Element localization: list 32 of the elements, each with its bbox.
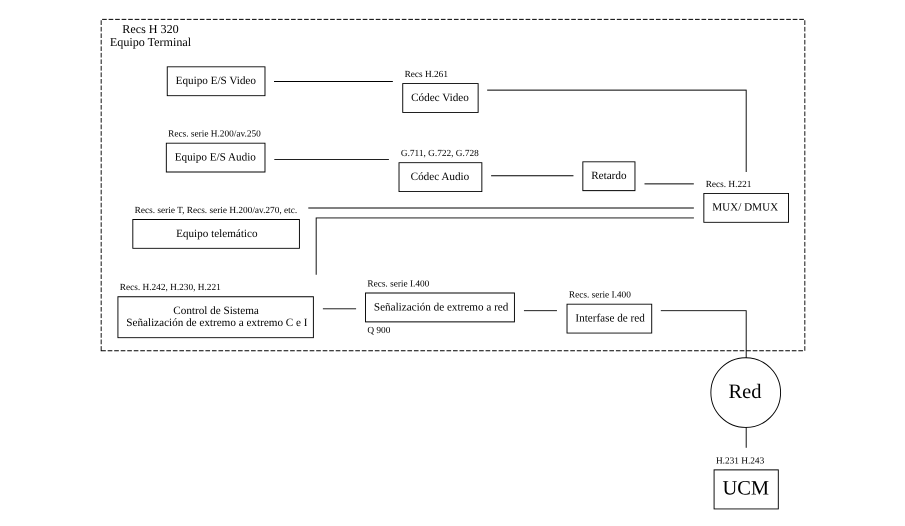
node-box: UCM	[713, 469, 778, 510]
node-label: H.231 H.243	[715, 456, 764, 466]
connector	[644, 183, 694, 184]
connector	[322, 308, 356, 310]
node-label: Recs. serie I.400	[568, 290, 630, 301]
node-box: Señalización de extremo a red	[364, 292, 514, 322]
node-box: Equipo E/S Audio	[165, 142, 265, 172]
node-label: Recs. serie T, Recs. serie H.200/av.270, etc.	[134, 206, 297, 216]
connector	[315, 217, 694, 276]
connector	[273, 158, 389, 160]
node-box: Equipo E/S Video	[166, 66, 265, 96]
connector	[522, 310, 557, 312]
node-label: G.711, G.722, G.728	[400, 149, 478, 160]
node-label: Q 900	[366, 326, 390, 336]
connector	[490, 175, 574, 176]
connector	[660, 310, 746, 358]
node-box: Códec Video	[402, 83, 478, 113]
node-label: Recs. H.242, H.230, H.221	[119, 283, 220, 294]
node-label: Recs. serie H.200/av.250	[168, 130, 260, 140]
node-circle: Red	[710, 357, 781, 428]
connector	[486, 90, 746, 172]
node-label: Recs. H.221	[705, 180, 751, 190]
node-box: MUX/ DMUX	[702, 192, 788, 223]
connector	[745, 427, 746, 448]
node-box: Retardo	[582, 161, 635, 192]
node-box: Interfase de red	[566, 304, 652, 334]
node-label: Recs. serie I.400	[366, 280, 429, 290]
node-label: Recs H.261	[404, 70, 448, 80]
node-box: Control de Sistema Señalización de extremo a extremo C e I	[116, 296, 314, 338]
node-box: Códec Audio	[398, 162, 482, 192]
connector	[273, 81, 393, 82]
node-box: Equipo telemático	[132, 219, 300, 249]
